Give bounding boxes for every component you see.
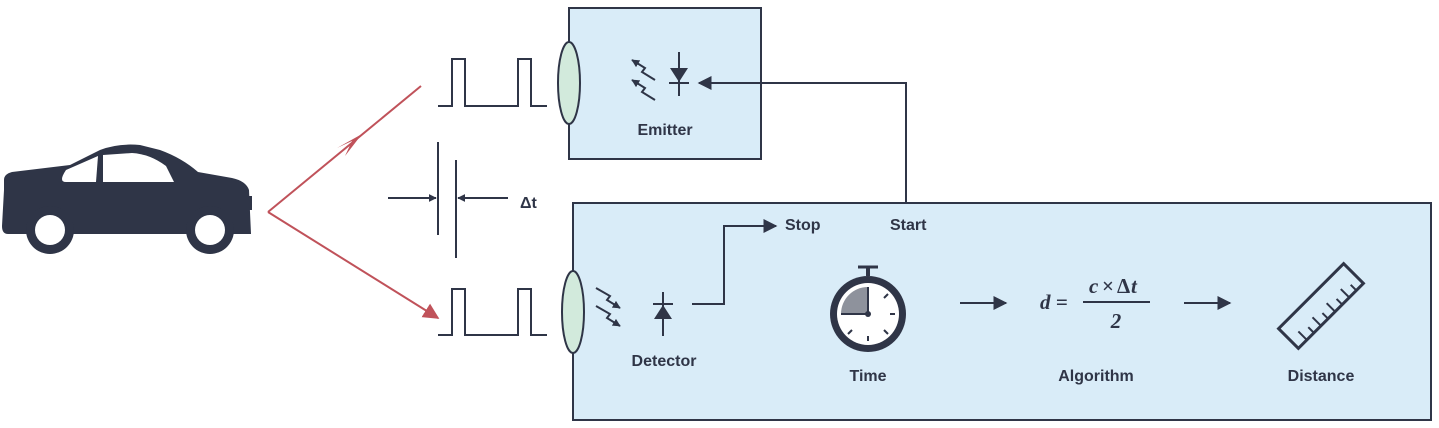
start-signal-wire [697, 76, 907, 203]
detector-lens [561, 270, 585, 354]
outgoing-ray-arrow [337, 134, 362, 156]
stopwatch-icon [830, 265, 906, 352]
stop-signal-wire [692, 219, 778, 305]
outgoing-ray [267, 85, 422, 213]
photodiode-icon [595, 287, 673, 336]
car-icon [2, 144, 252, 254]
formula-denominator: 2 [1110, 309, 1122, 333]
delta-t-marker [388, 142, 508, 258]
reflected-ray [267, 211, 440, 319]
detector-label: Detector [632, 353, 697, 370]
distance-formula: d = c × Δ t 2 [1040, 274, 1150, 333]
emitted-pulse-train [438, 58, 547, 107]
received-pulse-train [438, 288, 547, 336]
laser-diode-icon [631, 52, 689, 101]
formula-times: × [1102, 274, 1114, 298]
formula-c: c [1089, 274, 1099, 298]
ruler-icon [1276, 261, 1366, 351]
start-label: Start [890, 217, 927, 234]
receiver-processing-box [572, 202, 1432, 421]
formula-delta: Δ [1117, 274, 1130, 298]
emitter-label: Emitter [637, 122, 692, 139]
delta-t-label: Δt [520, 195, 538, 212]
distance-label: Distance [1288, 368, 1355, 385]
stop-label: Stop [785, 217, 821, 234]
time-label: Time [849, 368, 886, 385]
light-rays [267, 85, 440, 319]
formula-t: t [1131, 274, 1138, 298]
emitter-lens [557, 41, 581, 125]
algorithm-label: Algorithm [1058, 368, 1134, 385]
formula-lhs: d = [1040, 290, 1068, 314]
